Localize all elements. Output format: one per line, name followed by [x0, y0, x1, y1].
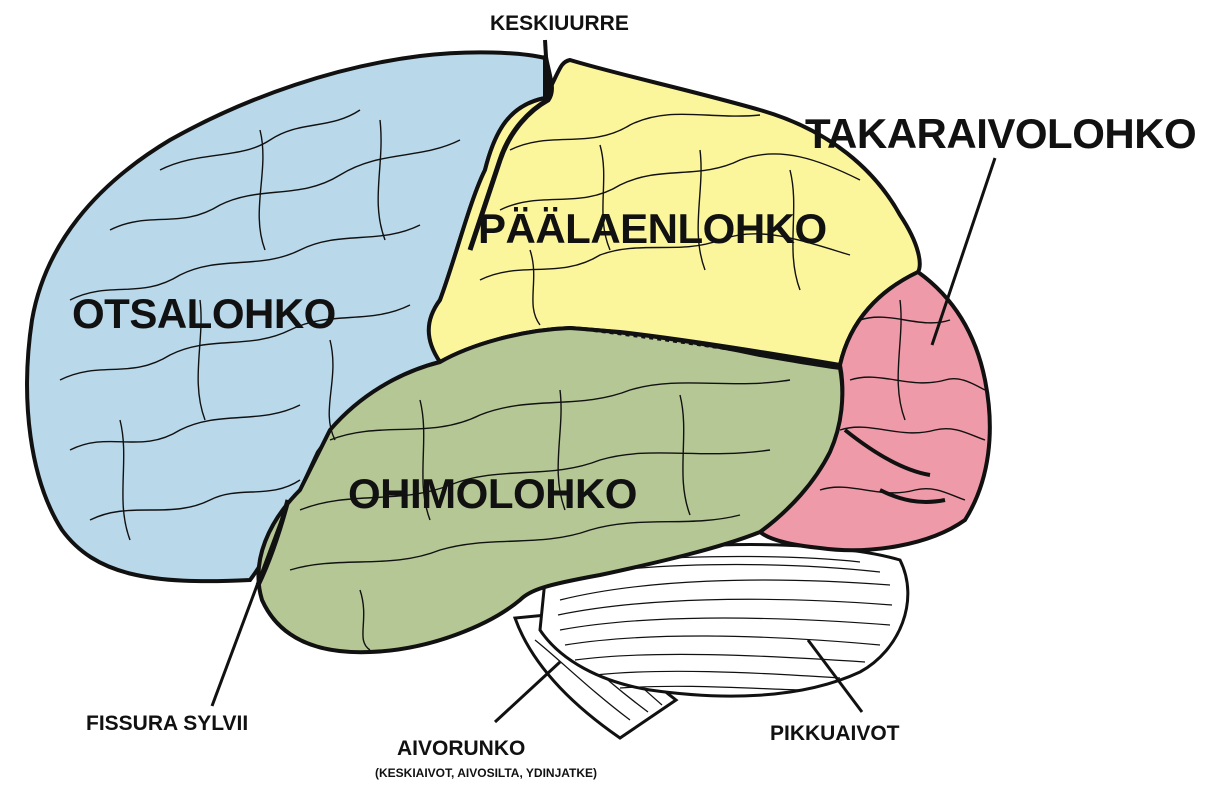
label-parietal-lobe: PÄÄLAENLOHKO: [478, 205, 827, 253]
label-sylvian-fissure: FISSURA SYLVII: [86, 712, 248, 736]
label-central-sulcus: KESKIUURRE: [490, 12, 629, 36]
label-brainstem-parts: (KESKIAIVOT, AIVOSILTA, YDINJATKE): [375, 766, 597, 780]
pointer-occipital: [932, 158, 995, 345]
pointer-brainstem: [495, 662, 560, 722]
label-frontal-lobe: OTSALOHKO: [72, 290, 336, 338]
label-brainstem: AIVORUNKO: [397, 737, 525, 761]
label-cerebellum: PIKKUAIVOT: [770, 722, 900, 746]
label-temporal-lobe: OHIMOLOHKO: [348, 470, 637, 518]
label-occipital-lobe: TAKARAIVOLOHKO: [805, 110, 1196, 158]
